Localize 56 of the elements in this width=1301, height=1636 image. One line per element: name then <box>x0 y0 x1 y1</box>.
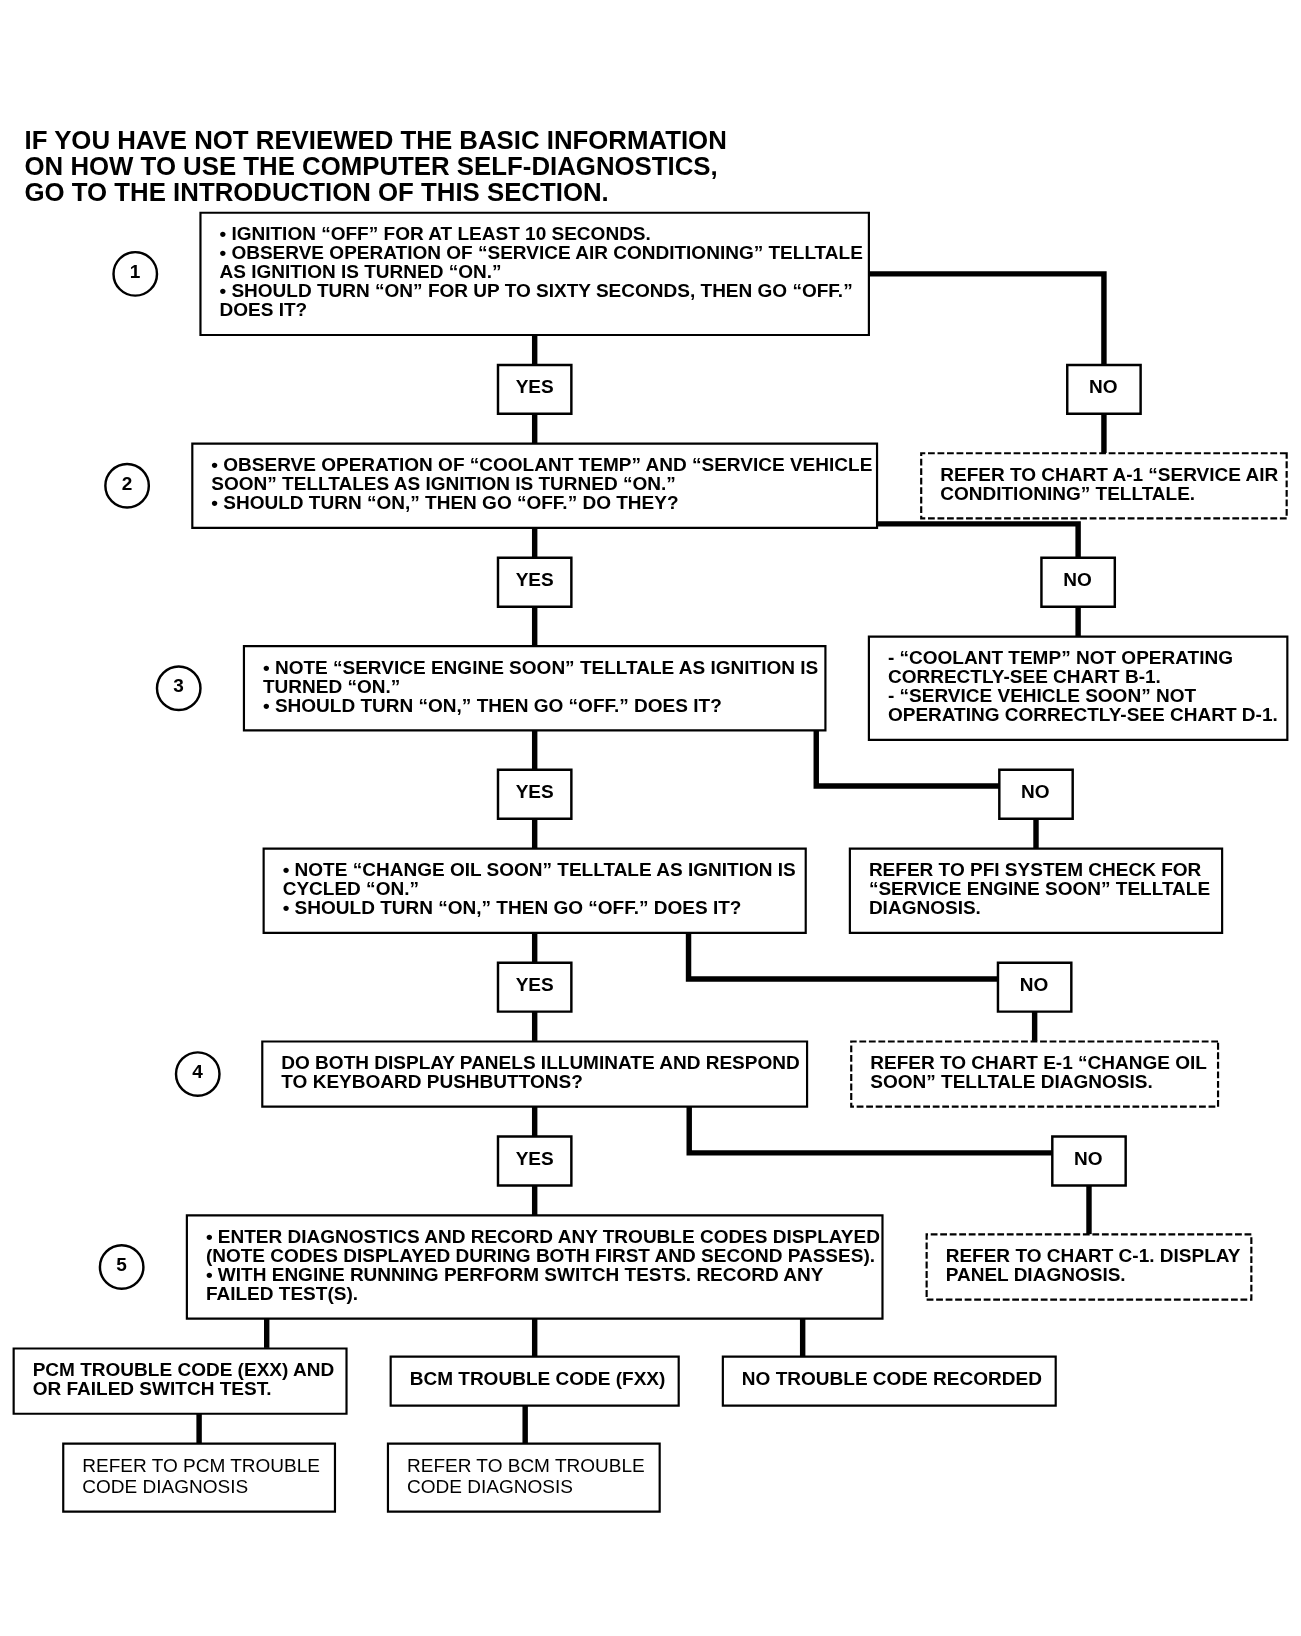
connector <box>1086 1185 1092 1235</box>
connector <box>531 730 538 770</box>
connector <box>531 335 538 365</box>
connector <box>531 1011 538 1041</box>
diagram-title: IF YOU HAVE NOT REVIEWED THE BASIC INFORMATION ON HOW TO USE THE COMPUTER SELF-DIAGNOSTICS, GO TO THE INTRODUCTION OF THIS SECTION. <box>24 126 727 206</box>
node-box: PCM TROUBLE CODE (EXX) AND OR FAILED SWITCH TEST. <box>12 1347 348 1415</box>
connector <box>1031 1011 1038 1041</box>
connector <box>531 606 538 646</box>
node-box: BCM TROUBLE CODE (FXX) <box>389 1355 680 1407</box>
connector <box>1101 414 1107 454</box>
connector <box>531 528 538 558</box>
node-box: • NOTE “CHANGE OIL SOON” TELLTALE AS IGNITION IS CYCLED “ON.” • SHOULD TURN “ON,” THEN GO “OFF.” DOES IT? <box>262 847 807 934</box>
node-box: • NOTE “SERVICE ENGINE SOON” TELLTALE AS IGNITION IS TURNED “ON.” • SHOULD TURN “ON,” THEN GO “OFF.” DOES IT? <box>242 645 827 732</box>
connector <box>531 1106 538 1137</box>
node-box: NO <box>1066 363 1142 416</box>
node-box: NO <box>996 961 1073 1013</box>
node-box: DO BOTH DISPLAY PANELS ILLUMINATE AND RESPOND TO KEYBOARD PUSHBUTTONS? <box>261 1040 809 1108</box>
connector <box>531 414 538 444</box>
node-box: YES <box>496 556 573 608</box>
connector <box>813 730 1000 789</box>
node-box: NO TROUBLE CODE RECORDED <box>721 1355 1057 1407</box>
connector <box>1033 819 1039 849</box>
connector <box>531 819 538 849</box>
node-box: REFER TO BCM TROUBLE CODE DIAGNOSIS <box>386 1442 661 1513</box>
connector <box>264 1318 270 1348</box>
connector <box>522 1406 528 1444</box>
node-box: YES <box>496 768 573 820</box>
node-box: • ENTER DIAGNOSTICS AND RECORD ANY TROUBLE CODES DISPLAYED (NOTE CODES DISPLAYED DURING BOTH FIRST AND SECOND PASSES). • WITH ENGINE RUNNING PERFORM SWITCH TESTS. RECORD ANY FAILED TEST(S). <box>185 1214 884 1320</box>
connector <box>799 1318 806 1357</box>
node-box: NO <box>998 768 1074 820</box>
node-circle: 5 <box>98 1244 145 1290</box>
connector <box>1075 606 1081 637</box>
connector <box>686 1107 1053 1156</box>
node-box: YES <box>496 961 573 1013</box>
node-circle: 1 <box>112 250 159 297</box>
node-box: NO <box>1040 556 1117 608</box>
connector <box>869 271 1107 365</box>
node-box: NO <box>1051 1135 1127 1187</box>
node-box: YES <box>496 1135 573 1187</box>
node-box: - “COOLANT TEMP” NOT OPERATING CORRECTLY-SEE CHART B-1. - “SERVICE VEHICLE SOON” NOT OPERATING CORRECTLY-SEE CHART D-1. <box>867 635 1289 741</box>
node-box: YES <box>496 363 573 416</box>
node-box: • IGNITION “OFF” FOR AT LEAST 10 SECONDS. • OBSERVE OPERATION OF “SERVICE AIR CONDITIONING” TELLTALE AS IGNITION IS TURNED “ON.” • SHOULD TURN “ON” FOR UP TO SIXTY SECONDS, THEN GO “OFF.” DOES IT? <box>199 211 870 337</box>
node-box: • OBSERVE OPERATION OF “COOLANT TEMP” AND “SERVICE VEHICLE SOON” TELLTALES AS IGNITION IS TURNED “ON.” • SHOULD TURN “ON,” THEN GO “OFF.” DO THEY? <box>191 442 879 530</box>
node-circle: 2 <box>104 462 151 509</box>
connector <box>196 1413 202 1443</box>
connector <box>531 933 538 963</box>
connector <box>531 1185 538 1216</box>
connector <box>531 1318 538 1357</box>
node-box: REFER TO PCM TROUBLE CODE DIAGNOSIS <box>62 1442 337 1513</box>
node-circle: 3 <box>155 665 202 712</box>
node-circle: 4 <box>174 1051 221 1098</box>
node-box: REFER TO CHART E-1 “CHANGE OIL SOON” TELLTALE DIAGNOSIS. <box>850 1040 1220 1108</box>
node-box: REFER TO PFI SYSTEM CHECK FOR “SERVICE ENGINE SOON” TELLTALE DIAGNOSIS. <box>848 847 1224 934</box>
node-box: REFER TO CHART A-1 “SERVICE AIR CONDITIONING” TELLTALE. <box>920 452 1288 520</box>
node-box: REFER TO CHART C-1. DISPLAY PANEL DIAGNOSIS. <box>925 1233 1253 1301</box>
connector <box>685 933 998 982</box>
